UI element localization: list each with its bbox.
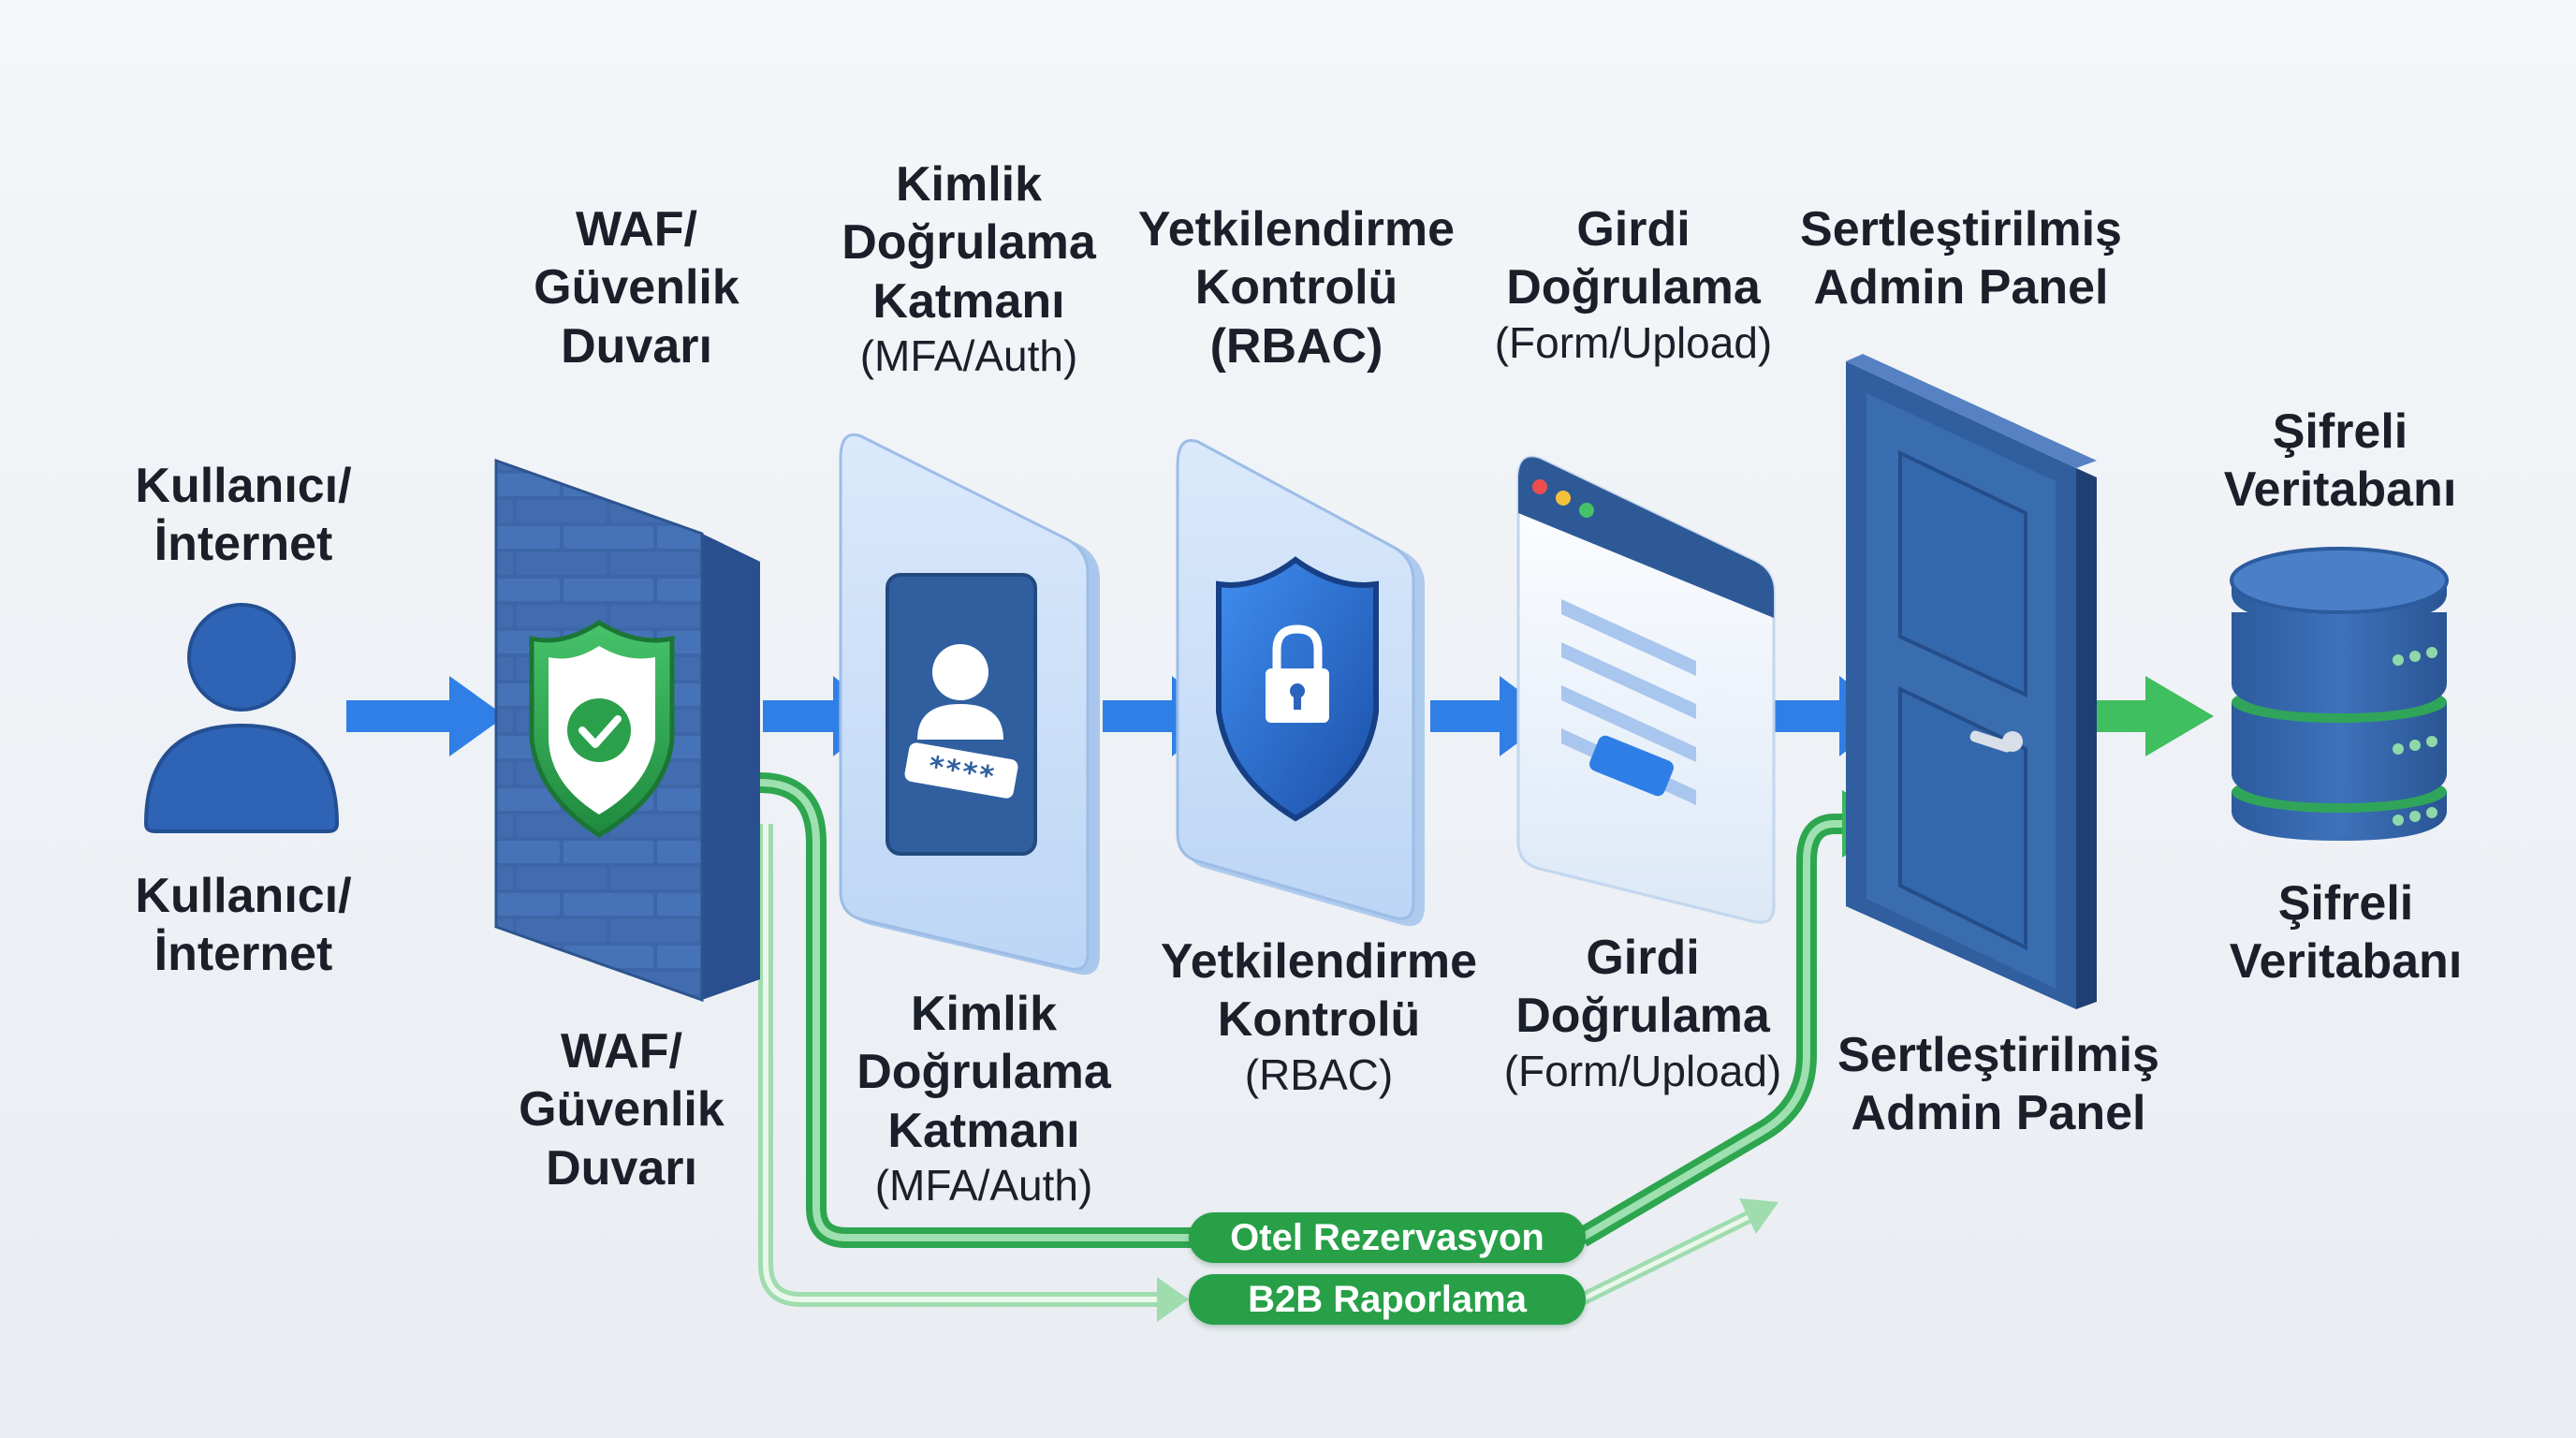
user-icon (143, 603, 340, 833)
shield-lock-icon (1176, 439, 1425, 927)
label-user-top: Kullanıcı/İnternet (135, 459, 352, 572)
id-password-icon: **** (839, 433, 1100, 976)
door-icon (1846, 354, 2097, 1009)
route-pill-b2b-reporting: B2B Raporlama (1189, 1274, 1586, 1325)
bypass-route-b2b (758, 824, 1778, 1322)
flow-arrow-6-green (2076, 676, 2214, 756)
flow-arrow-1 (346, 676, 505, 756)
shield-check-icon (529, 620, 675, 838)
label-user-bottom: Kullanıcı/İnternet (135, 869, 352, 982)
database-icon (2230, 547, 2449, 841)
browser-form-icon (1516, 455, 1776, 924)
route-pill-hotel-booking: Otel Rezervasyon (1189, 1212, 1586, 1263)
